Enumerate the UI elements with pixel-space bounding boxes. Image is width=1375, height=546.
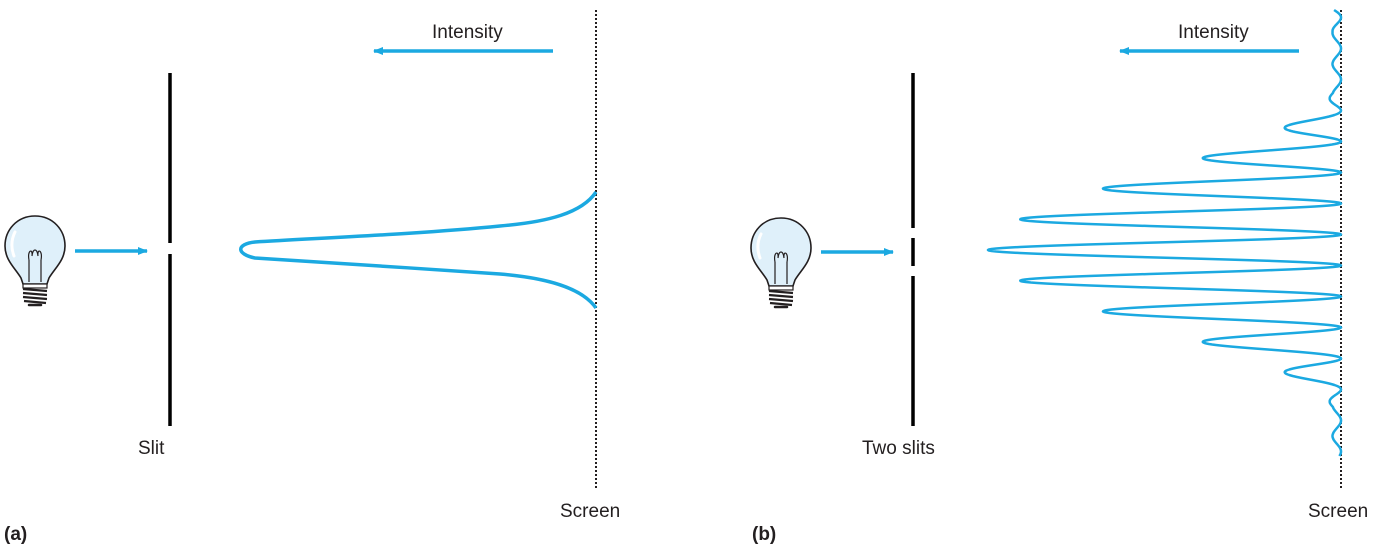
intensity-curve [239,190,598,310]
barrier-label: Slit [138,438,165,459]
panel-b: Intensity Screen Two slits (b) [749,8,1368,545]
panel-label: (b) [752,524,776,545]
barrier-label: Two slits [862,438,935,459]
panel-label: (a) [4,524,27,545]
screen-label: Screen [1308,501,1368,522]
light-bulb-icon [749,216,813,309]
intensity-label: Intensity [1178,22,1249,43]
intensity-label: Intensity [432,22,503,43]
intensity-curve [986,8,1343,457]
screen-label: Screen [560,501,620,522]
light-bulb-icon [3,214,67,307]
panel-a: Intensity Screen Slit (a) [3,10,620,545]
